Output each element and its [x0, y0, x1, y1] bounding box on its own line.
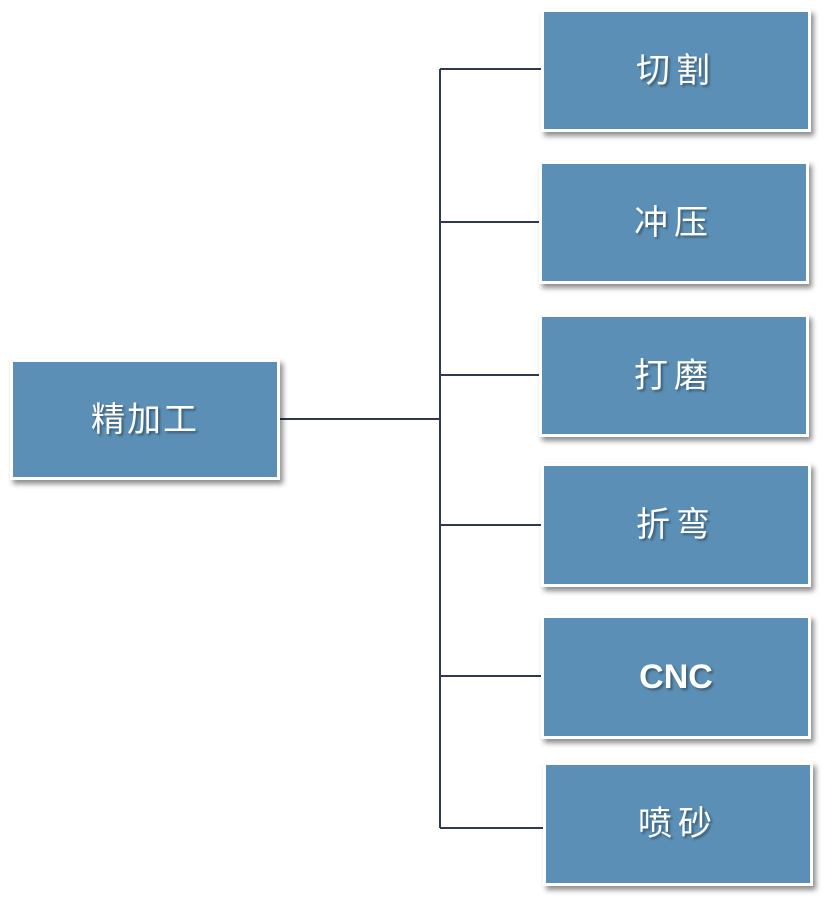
child-node-cutting: 切割: [541, 9, 811, 132]
child-node-grinding: 打磨: [539, 314, 809, 437]
child-node-label: 切割: [636, 50, 716, 91]
child-node-label: 折弯: [636, 505, 716, 545]
child-node-label: CNC: [639, 658, 713, 696]
child-node-bending: 折弯: [541, 463, 811, 587]
root-node-label: 精加工: [91, 399, 199, 440]
child-node-label: 喷砂: [638, 804, 718, 844]
child-node-label: 打磨: [634, 355, 714, 396]
child-node-sandblasting: 喷砂: [543, 762, 813, 886]
child-node-label: 冲压: [634, 202, 714, 243]
child-node-stamping: 冲压: [539, 161, 809, 284]
root-node: 精加工: [10, 359, 280, 480]
child-node-cnc: CNC: [541, 615, 811, 739]
